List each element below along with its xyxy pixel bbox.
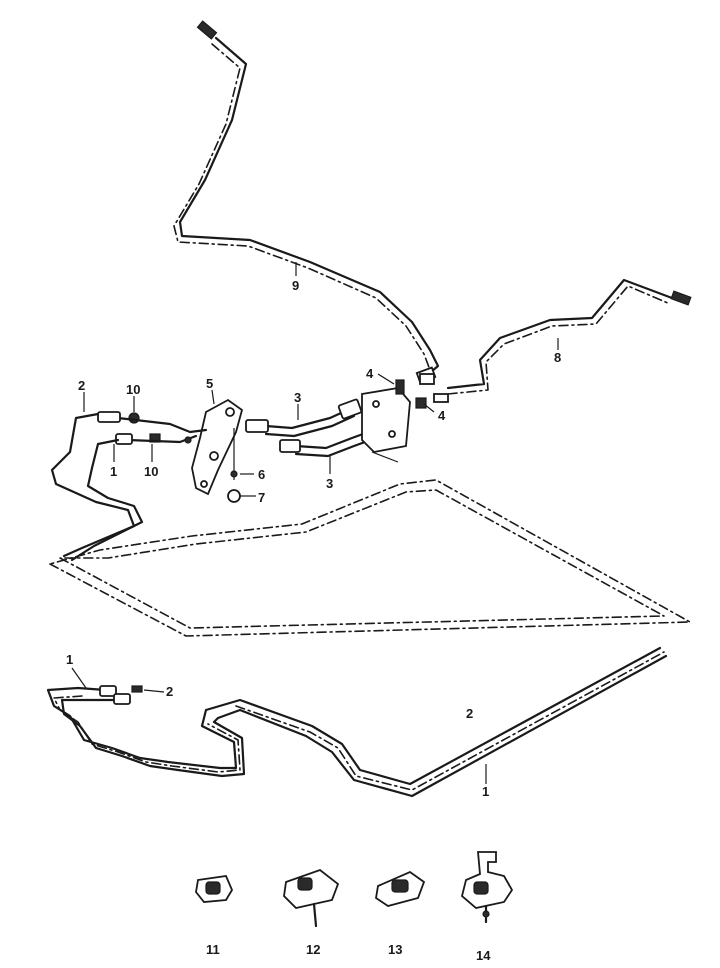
mounting-bracket [361, 387, 411, 463]
callout-2-lower: 2 [166, 684, 173, 699]
callout-2-top: 2 [78, 378, 85, 393]
clip-13-label: 13 [388, 942, 402, 957]
bracket-5 [191, 398, 244, 496]
bolt-6 [230, 470, 238, 478]
callout-labels: 2 1 10 10 5 6 7 3 3 4 4 8 9 1 2 2 1 11 1… [66, 278, 561, 963]
nut-7 [227, 489, 241, 503]
clip-11-icon [195, 875, 234, 903]
leader-lines [71, 262, 559, 784]
callout-2-mid: 2 [466, 706, 473, 721]
callout-5: 5 [206, 376, 213, 391]
callout-6: 6 [258, 467, 265, 482]
clip-14-label: 14 [476, 948, 491, 963]
callout-1-lower: 1 [66, 652, 73, 667]
clip-4-b [415, 393, 449, 409]
clip-13-icon [375, 870, 426, 907]
callout-4-b: 4 [438, 408, 446, 423]
clip-11-label: 11 [206, 942, 220, 957]
callout-8: 8 [554, 350, 561, 365]
brake-line-1-upper [70, 438, 144, 562]
brake-line-lower [46, 646, 668, 798]
callout-3-b: 3 [326, 476, 333, 491]
brake-line-2-upper [50, 412, 136, 558]
callout-10-a: 10 [126, 382, 140, 397]
clip-14-icon [460, 851, 514, 924]
hose-3-upper [245, 398, 363, 438]
callout-1-top: 1 [110, 464, 117, 479]
callout-10-b: 10 [144, 464, 158, 479]
callout-7: 7 [258, 490, 265, 505]
callout-9: 9 [292, 278, 299, 293]
callout-3-a: 3 [294, 390, 301, 405]
clip-4-a [395, 373, 435, 395]
callout-4-a: 4 [366, 366, 374, 381]
fitting-10-a [128, 412, 140, 424]
short-connectors [97, 411, 208, 445]
brake-line-9 [173, 20, 440, 384]
clip-12-label: 12 [306, 942, 320, 957]
callout-1-right: 1 [482, 784, 489, 799]
frame-loop [49, 479, 691, 637]
brake-line-8 [446, 278, 692, 395]
clip-12-icon [283, 868, 340, 928]
